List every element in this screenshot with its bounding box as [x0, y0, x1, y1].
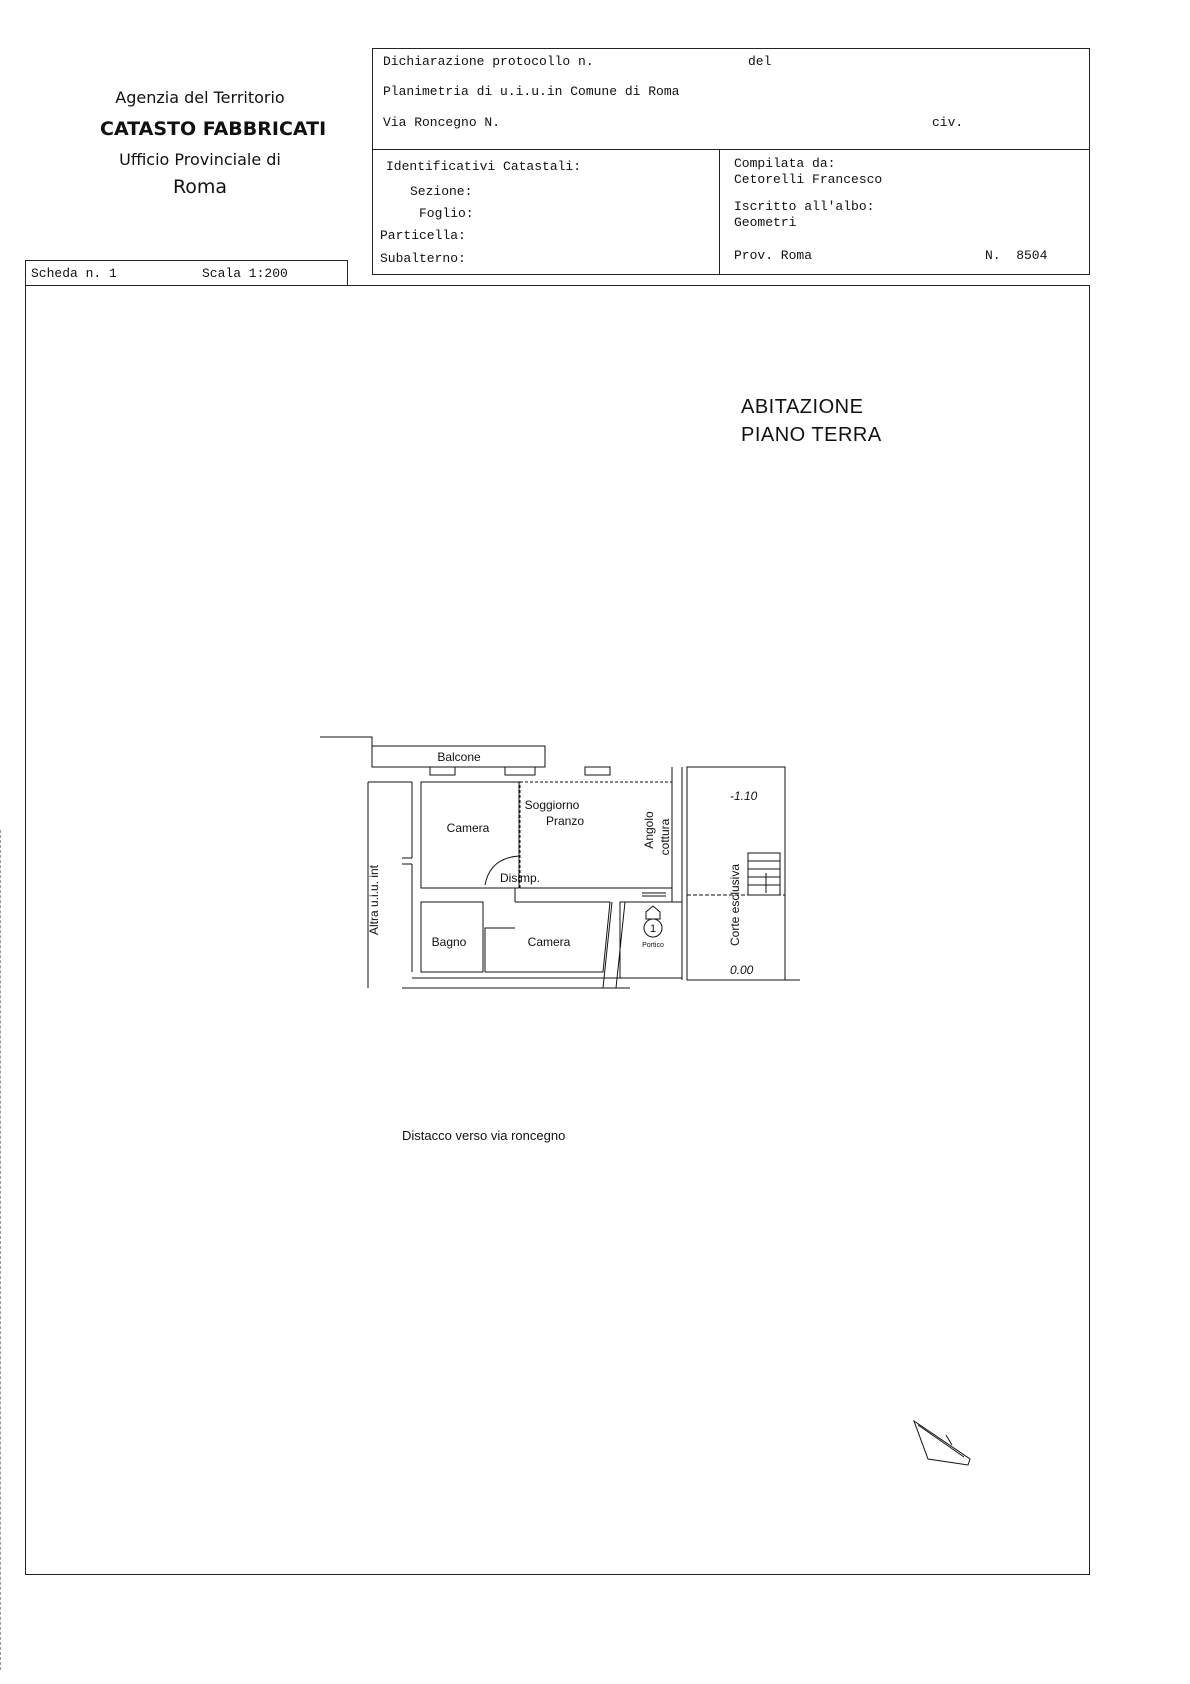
particella-label: Particella: — [380, 228, 466, 243]
room-disimp: Disimp. — [500, 871, 540, 885]
drawing-frame — [25, 285, 1090, 1575]
compilata-box — [719, 149, 1090, 275]
room-portico: Portico — [642, 942, 664, 949]
scheda-label: Scheda n. 1 — [31, 266, 117, 281]
balcone-outline — [371, 745, 546, 768]
room-camera-2: Camera — [528, 935, 571, 949]
foglio-label: Foglio: — [419, 206, 474, 221]
altra-uiu-label: Altra u.i.u. int — [367, 864, 381, 935]
drawing-title-2: PIANO TERRA — [741, 424, 882, 446]
walls — [320, 736, 800, 989]
scan-edge-dashes — [0, 830, 1, 1670]
distacco-note: Distacco verso via roncegno — [402, 1128, 566, 1143]
room-soggiorno: Soggiorno — [525, 798, 580, 812]
room-camera-1: Camera — [447, 821, 490, 835]
subalterno-label: Subalterno: — [380, 251, 466, 266]
civ-label: civ. — [932, 115, 964, 130]
registration-number: N. 8504 — [985, 248, 1048, 263]
room-angolo: Angolo — [642, 811, 656, 849]
room-pranzo: Pranzo — [546, 814, 584, 828]
sezione-label: Sezione: — [410, 184, 473, 199]
floor-plan: Balcone Camera Soggiorno Pranzo Angolo c… — [320, 736, 800, 989]
protocol-box — [372, 48, 1090, 149]
stairs — [747, 852, 781, 896]
del-label: del — [748, 54, 772, 69]
compilata-label: Compilata da: — [734, 156, 836, 171]
entrance-number: 1 — [650, 923, 656, 935]
compilata-name: Cetorelli Francesco — [734, 172, 883, 187]
ufficio-label: Ufficio Provinciale di — [119, 150, 281, 169]
protocol-label: Dichiarazione protocollo n. — [383, 54, 594, 69]
level-marker-low: 0.00 — [730, 963, 754, 977]
room-bagno: Bagno — [432, 935, 467, 949]
scala-label: Scala 1:200 — [202, 266, 288, 281]
catasto-title: CATASTO FABBRICATI — [100, 118, 327, 140]
identificativi-label: Identificativi Catastali: — [386, 159, 582, 174]
iscritto-label: Iscritto all'albo: — [734, 199, 875, 214]
drawing-title-1: ABITAZIONE — [741, 396, 864, 418]
ufficio-city: Roma — [172, 176, 228, 198]
prov-label: Prov. Roma — [734, 248, 813, 263]
room-balcone: Balcone — [437, 750, 481, 764]
level-marker-high: -1.10 — [730, 789, 758, 803]
room-cottura: cottura — [658, 818, 672, 855]
agency-name: Agenzia del Territorio — [115, 88, 285, 107]
planimetria-label: Planimetria di u.i.u.in Comune di Roma — [383, 84, 680, 99]
north-arrow-icon — [912, 1419, 971, 1466]
iscritto-value: Geometri — [734, 215, 797, 230]
address-label: Via Roncegno N. — [383, 115, 501, 130]
corte-esclusiva-label: Corte esclusiva — [728, 864, 742, 946]
entrance-arrow-icon — [645, 905, 661, 920]
